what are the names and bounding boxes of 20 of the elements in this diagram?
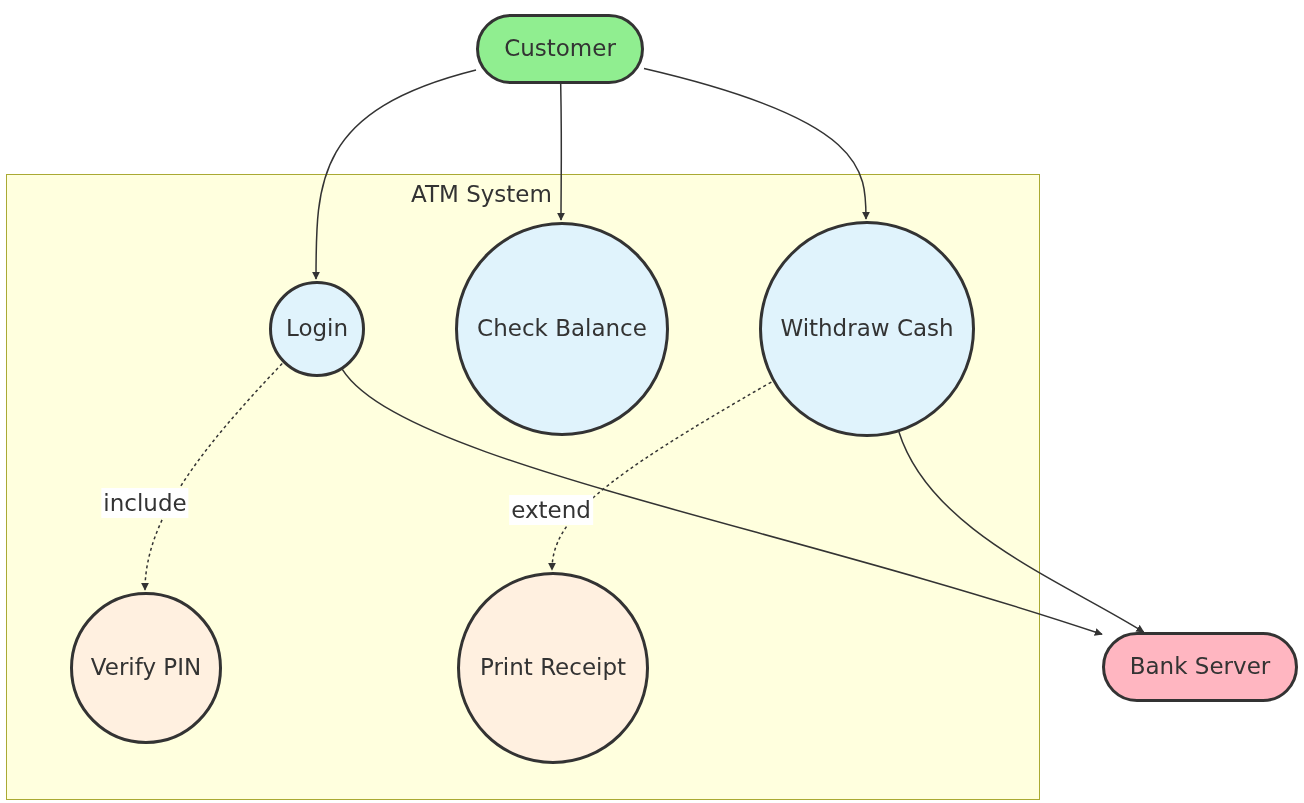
arrow [557, 83, 565, 221]
edge-label: extend [509, 495, 593, 525]
arrow [898, 431, 1145, 633]
system-boundary [6, 174, 1040, 800]
actor-pill [1102, 632, 1298, 702]
actor-label: Customer [504, 35, 616, 63]
actor-label: Bank Server [1129, 653, 1271, 681]
dashed-arrow [141, 362, 283, 591]
arrow [312, 69, 477, 280]
use-case-label: Check Balance [477, 315, 647, 343]
use-case-label: Login [285, 315, 349, 343]
actor-pill [476, 14, 644, 84]
dashed-arrow [548, 381, 773, 571]
use-case-label: Withdraw Cash [780, 315, 954, 343]
edge-label: include [101, 488, 189, 518]
arrow [643, 67, 870, 220]
arrow [341, 368, 1103, 636]
use-case-label: Print Receipt [479, 654, 627, 682]
boundary-title: ATM System [411, 181, 552, 207]
use-case-label: Verify PIN [90, 654, 202, 682]
